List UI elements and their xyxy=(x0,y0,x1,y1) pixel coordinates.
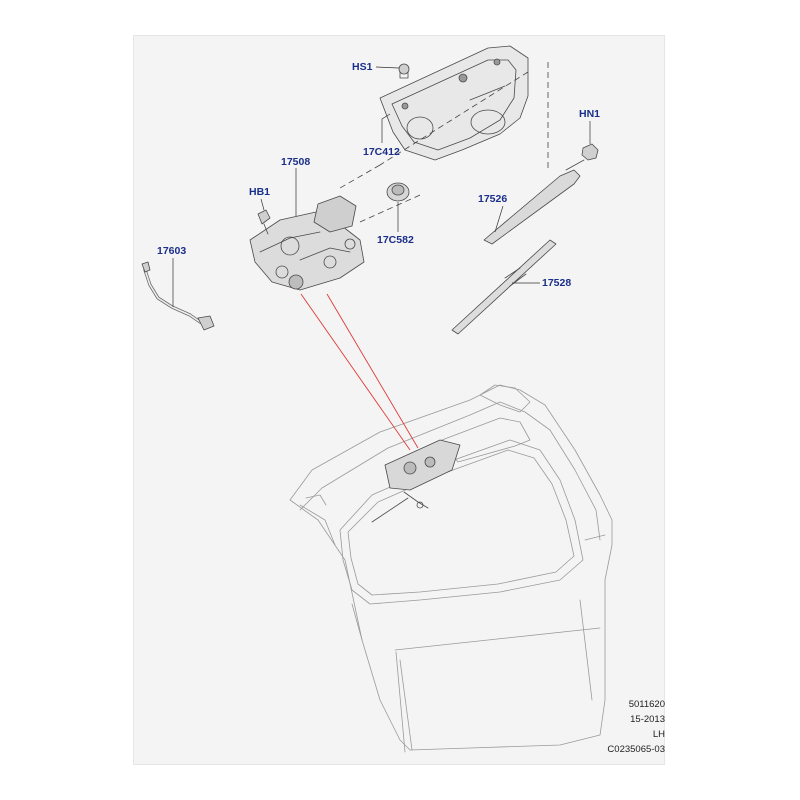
washer-hose-17603 xyxy=(141,261,215,331)
wiper-arm-17526 xyxy=(483,159,585,245)
callout-17c412: 17C412 xyxy=(363,146,400,158)
reference-side: LH xyxy=(652,729,665,740)
diagram-panel xyxy=(133,35,665,765)
assembly-guide-lines xyxy=(339,62,549,223)
callout-hb1: HB1 xyxy=(249,186,271,198)
reference-date: 15-2013 xyxy=(630,714,665,725)
callout-17526: 17526 xyxy=(478,193,508,205)
detail-link-lines xyxy=(300,293,419,451)
installed-wiper-motor xyxy=(371,439,461,523)
wiper-motor-cover xyxy=(379,45,529,161)
callout-17603: 17603 xyxy=(157,245,187,257)
callout-17508: 17508 xyxy=(281,156,311,168)
wiper-blade-17528 xyxy=(451,239,557,335)
callout-hn1: HN1 xyxy=(579,108,601,120)
callout-leaders xyxy=(172,66,591,307)
grommet-17c582 xyxy=(386,182,410,202)
tailgate-assembly xyxy=(289,384,613,753)
callout-17c582: 17C582 xyxy=(377,234,414,246)
wiper-motor-17508 xyxy=(249,195,365,291)
reference-illustration-code: C0235065-03 xyxy=(607,744,665,755)
hb1-bolt xyxy=(257,209,271,235)
hs1-fastener xyxy=(398,63,410,79)
callout-hs1: HS1 xyxy=(352,61,373,73)
hn1-nut xyxy=(581,143,599,161)
reference-number: 5011620 xyxy=(628,699,665,710)
callout-17528: 17528 xyxy=(542,277,572,289)
